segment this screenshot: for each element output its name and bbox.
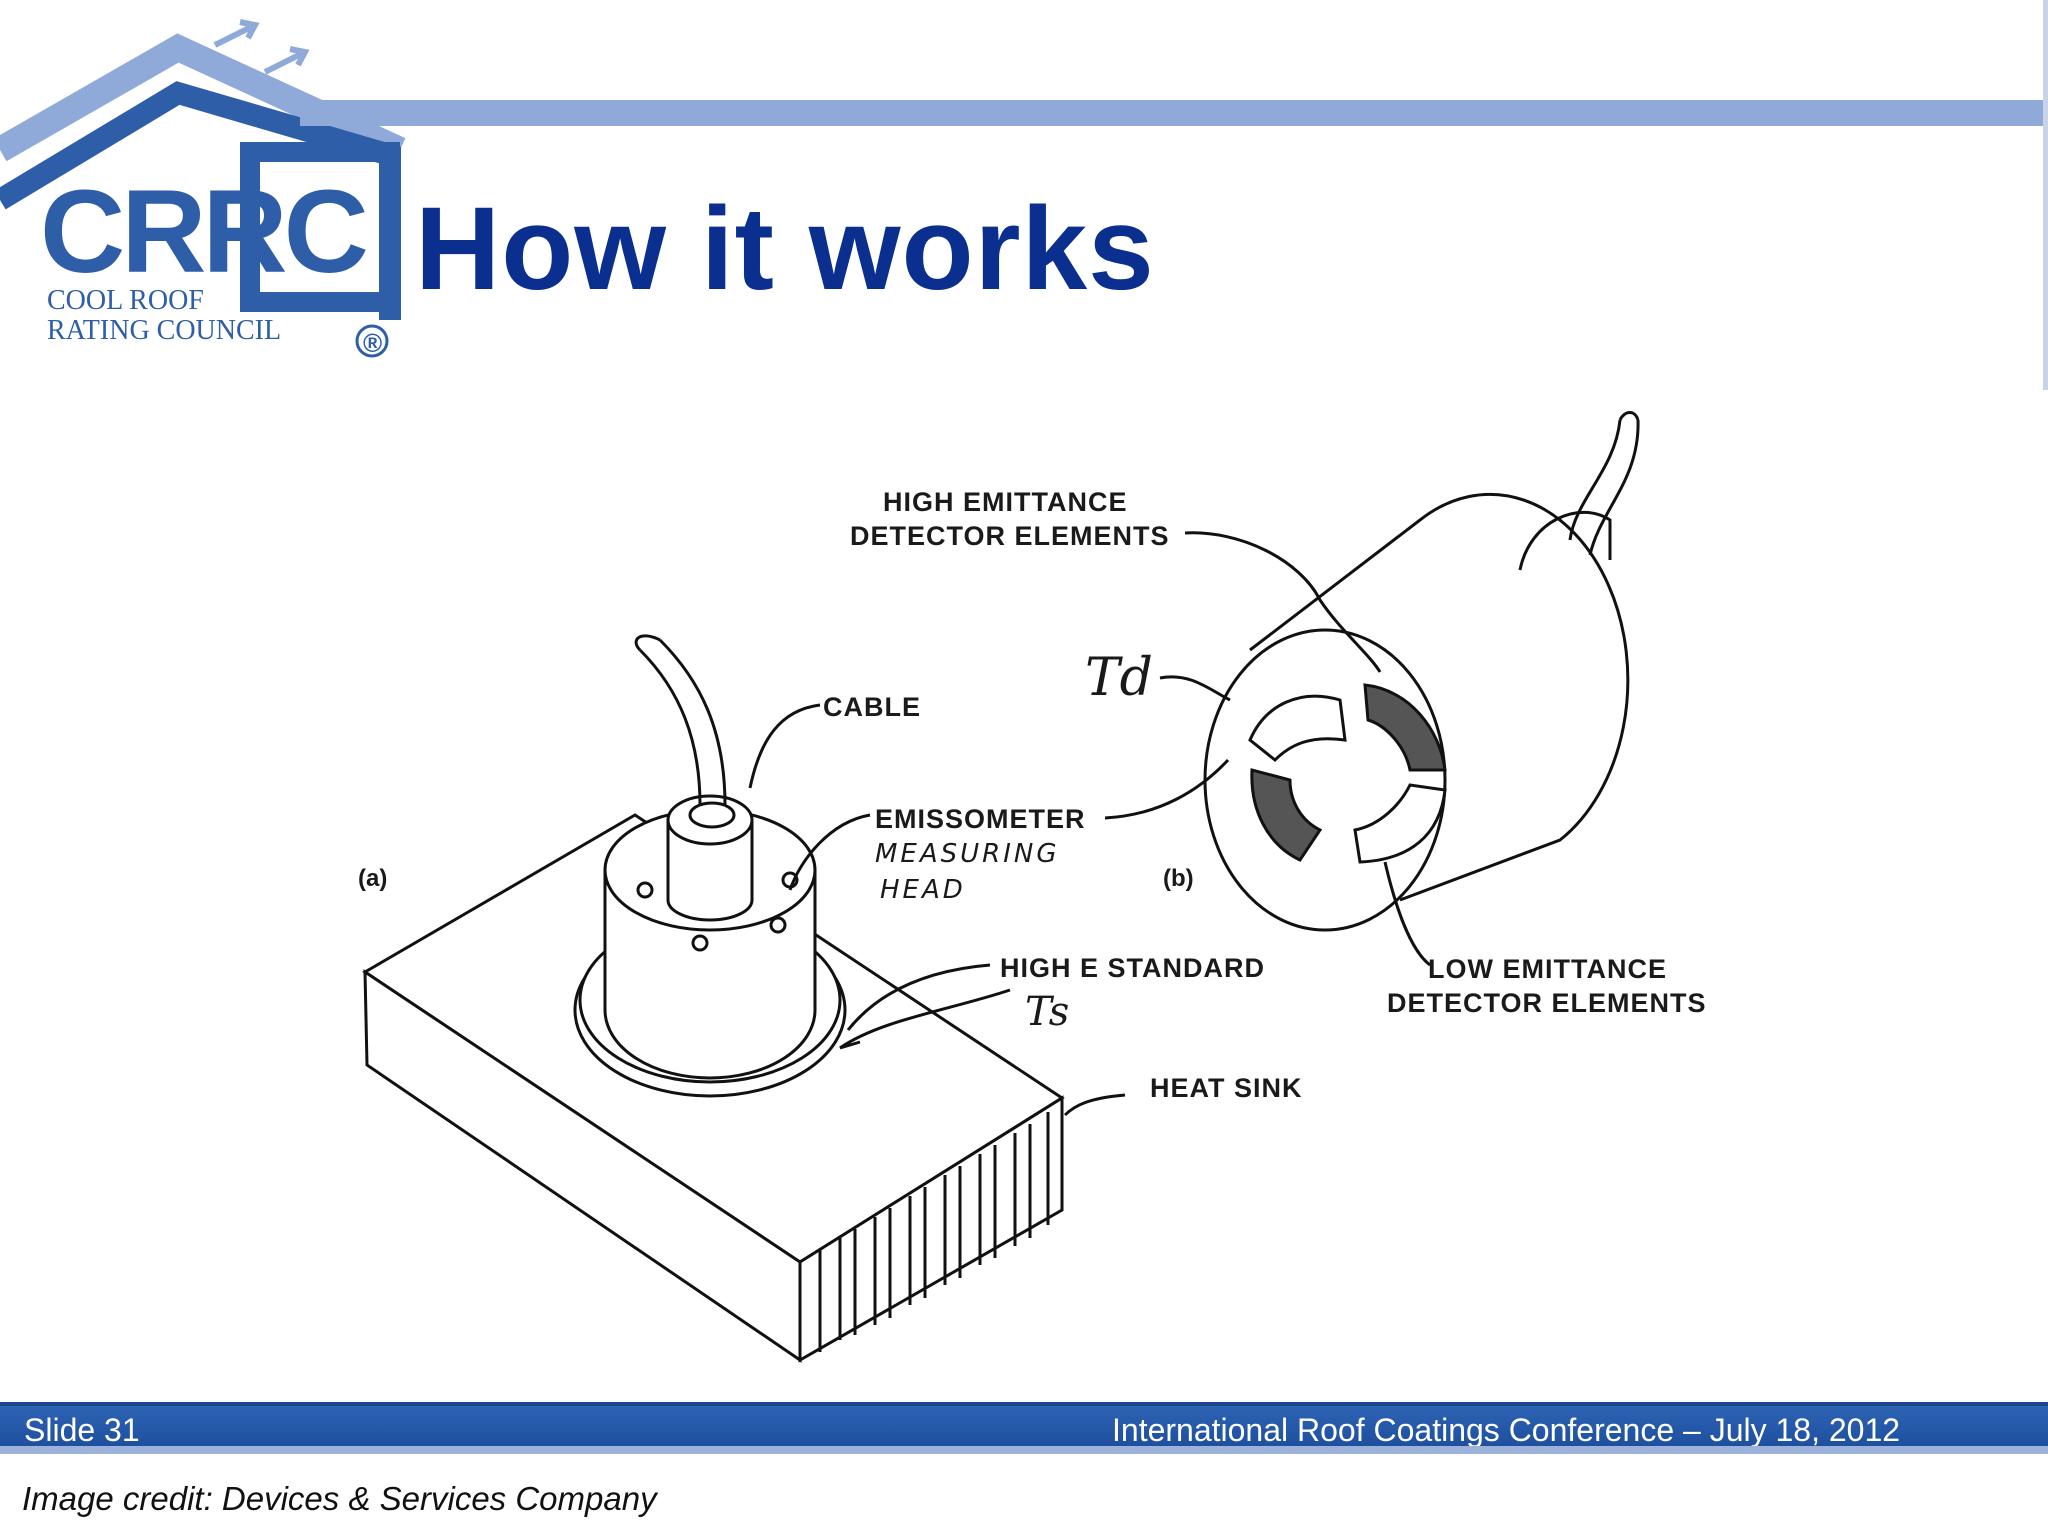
footer-bar: Slide 31 International Roof Coatings Con… [0, 1402, 2048, 1448]
page-title: How it works [415, 183, 1155, 315]
label-high-emittance-2: DETECTOR ELEMENTS [850, 521, 1170, 551]
panel-b-label: (b) [1163, 865, 1194, 892]
measuring-head-neck [666, 820, 754, 922]
conference-info: International Roof Coatings Conference –… [1112, 1412, 1901, 1448]
footer-underline [0, 1446, 2048, 1454]
logo-acronym: CRRC [40, 166, 366, 298]
low-emittance-element [1353, 783, 1447, 864]
logo-arrows-icon [213, 19, 310, 75]
image-credit: Image credit: Devices & Services Company [22, 1480, 657, 1517]
panel-a-label: (a) [358, 865, 387, 892]
label-low-emittance-1: LOW EMITTANCE [1428, 954, 1667, 984]
emissometer-diagram: HIGH EMITTANCE DETECTOR ELEMENTS CABLE T… [358, 411, 1707, 1363]
label-high-emittance-1: HIGH EMITTANCE [883, 487, 1128, 517]
registered-mark-icon [355, 324, 389, 358]
logo-line1: COOL ROOF [47, 285, 204, 316]
header-rule [300, 100, 2048, 126]
label-head: HEAD [880, 875, 966, 905]
low-emittance-element [1248, 694, 1347, 763]
high-emittance-element [1363, 683, 1447, 772]
label-heat-sink: HEAT SINK [1150, 1073, 1303, 1103]
label-low-emittance-2: DETECTOR ELEMENTS [1387, 988, 1707, 1018]
label-cable: CABLE [823, 692, 921, 722]
detector-face [1203, 628, 1447, 932]
cable-b [1568, 419, 1640, 556]
logo-line2: RATING COUNCIL [47, 315, 282, 346]
slide-number: Slide 31 [24, 1412, 140, 1448]
header-edge [2043, 0, 2048, 390]
label-td: Td [1085, 648, 1153, 708]
heat-sink-fins [818, 1112, 1050, 1352]
label-measuring: MEASURING [875, 839, 1060, 869]
label-high-e-standard: HIGH E STANDARD [1000, 953, 1265, 983]
label-ts: Ts [1025, 989, 1069, 1035]
high-emittance-element [1250, 768, 1323, 862]
cable-a [638, 648, 702, 806]
label-emissometer: EMISSOMETER [875, 804, 1086, 834]
logo-box [240, 142, 400, 312]
registered-mark: ® [363, 328, 382, 358]
